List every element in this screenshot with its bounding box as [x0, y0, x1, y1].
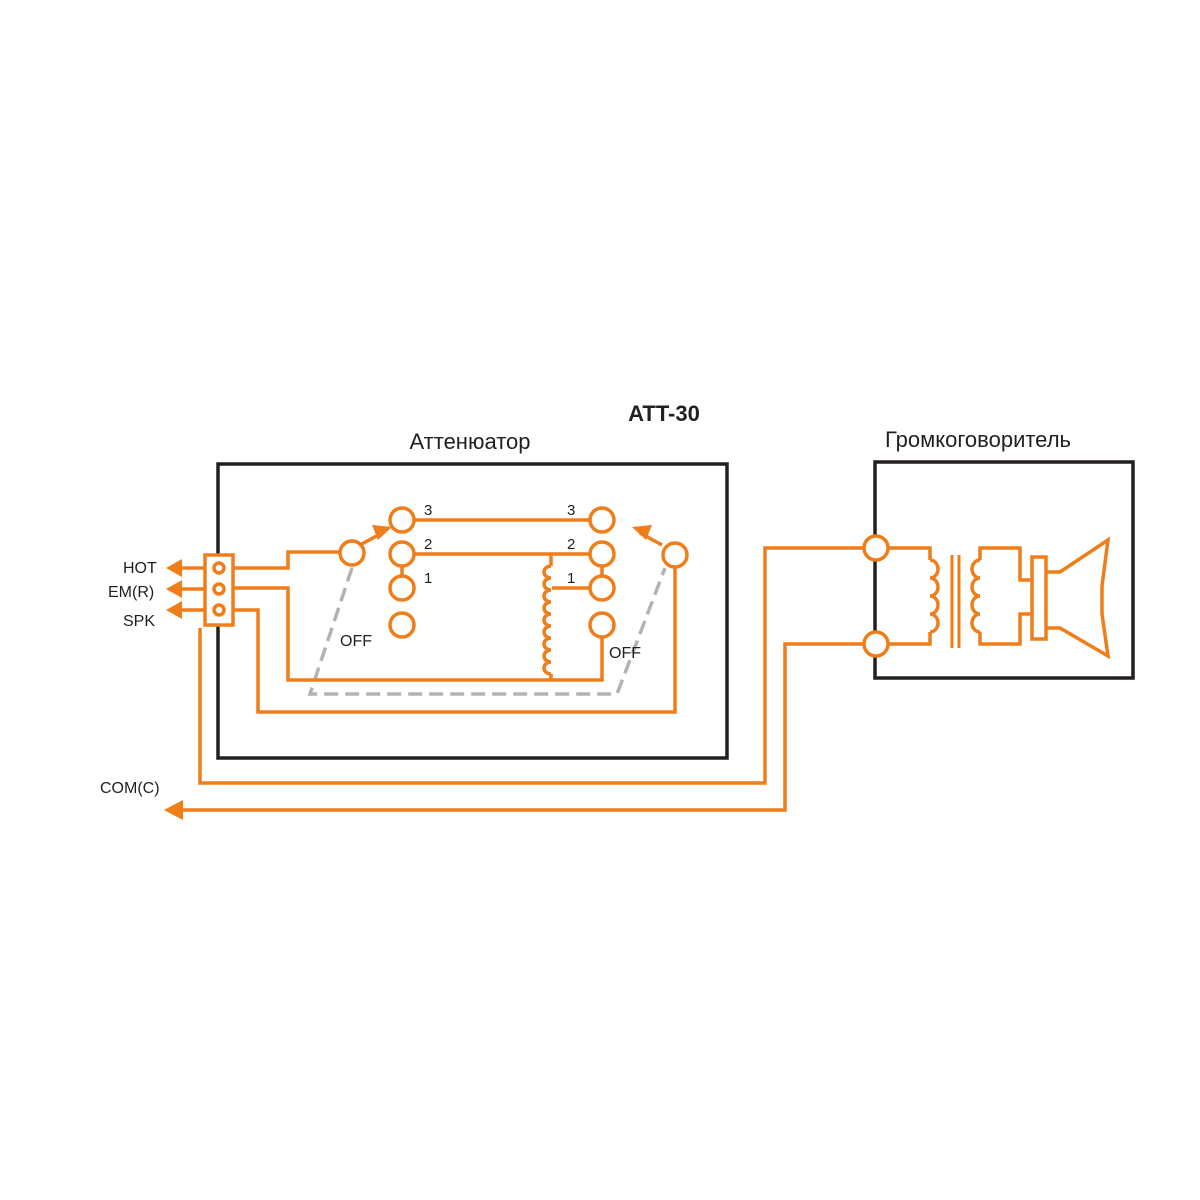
left-off-label: OFF [340, 633, 372, 650]
speaker-terminal-bottom [862, 630, 890, 658]
right-pos-1-label: 1 [567, 570, 575, 587]
left-wiper-arrow-icon [372, 525, 392, 540]
spk-label: SPK [123, 613, 155, 630]
left-wiper-contact [338, 539, 366, 567]
left-pos-2-label: 2 [424, 536, 432, 553]
left-pos-1-label: 1 [424, 570, 432, 587]
hot-arrow-icon [166, 559, 182, 577]
com-arrow-icon [164, 800, 183, 820]
right-contact-3 [588, 506, 616, 534]
left-contact-off [388, 611, 416, 639]
left-contact-3 [388, 506, 416, 534]
horn-speaker-icon [1030, 536, 1111, 660]
com-label: COM(C) [100, 780, 160, 797]
speaker-terminal-top [862, 534, 890, 562]
right-contact-2 [588, 540, 616, 568]
switch-linkage [307, 567, 667, 696]
right-pos-2-label: 2 [567, 536, 575, 553]
terminal-block [166, 553, 235, 627]
left-switch: 3 2 1 OFF [338, 502, 432, 650]
left-contact-1 [388, 574, 416, 602]
speaker-box [873, 460, 1135, 680]
em-arrow-icon [166, 580, 182, 598]
left-pos-3-label: 3 [424, 502, 432, 519]
attenuator-label: Аттенюатор [409, 429, 530, 454]
right-off-label: OFF [609, 645, 641, 662]
speaker-internals [888, 546, 1032, 648]
coil-icon [542, 554, 553, 680]
attenuator-box [216, 462, 729, 760]
right-pos-3-label: 3 [567, 502, 575, 519]
left-contact-2 [388, 540, 416, 568]
right-switch: 3 2 1 OFF [567, 502, 689, 662]
spk-arrow-icon [166, 601, 182, 619]
wiring [180, 518, 863, 812]
hot-label: HOT [123, 560, 157, 577]
right-wiper-arrow-icon [632, 525, 652, 540]
speaker-label: Громкоговоритель [885, 427, 1071, 452]
right-wiper-contact [661, 541, 689, 569]
em-label: EM(R) [108, 584, 154, 601]
diagram-title: ATT-30 [628, 401, 700, 426]
right-contact-off [588, 611, 616, 639]
right-contact-1 [588, 574, 616, 602]
